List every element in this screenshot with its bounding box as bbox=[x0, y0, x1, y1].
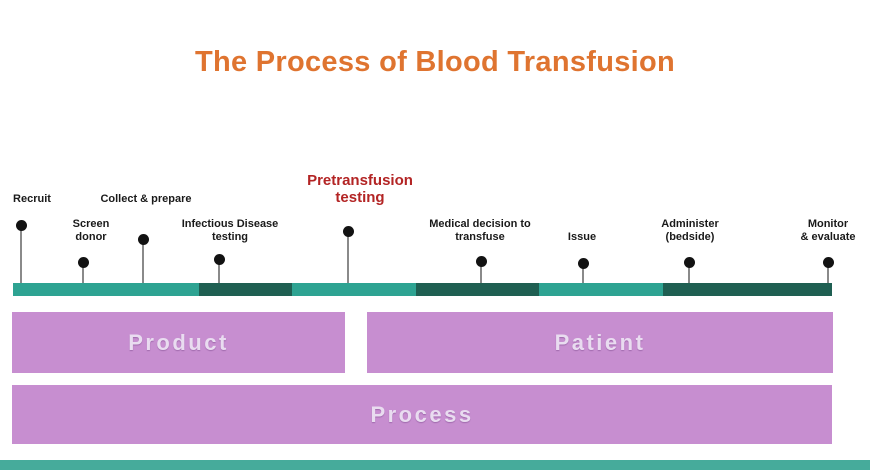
milestone-label-line: Screen bbox=[72, 218, 110, 230]
timeline-bar-segment-4 bbox=[416, 283, 539, 296]
milestone-label-line: testing bbox=[211, 231, 249, 243]
milestone-pin-head-icon bbox=[475, 255, 487, 267]
timeline-bar-segment-5 bbox=[539, 283, 663, 296]
band-product: Product bbox=[12, 312, 345, 373]
milestone-pin-stem bbox=[20, 225, 22, 283]
milestone-pin-head-icon bbox=[822, 256, 834, 268]
milestone-pin-head-icon bbox=[15, 219, 27, 231]
milestone-pin-head-icon bbox=[137, 233, 149, 245]
band-process: Process bbox=[12, 385, 832, 444]
milestone-label-line: Infectious Disease bbox=[181, 218, 279, 230]
milestone-label-line: (bedside) bbox=[665, 231, 715, 243]
band-patient: Patient bbox=[367, 312, 833, 373]
milestone-label-administer-bedside: Administer(bedside) bbox=[661, 212, 718, 244]
timeline-bar-segment-3 bbox=[292, 283, 416, 296]
milestone-label-line: donor bbox=[75, 231, 107, 243]
milestone-label-collect-prepare: Collect & prepare bbox=[100, 168, 191, 206]
milestone-label-recruit: Recruit bbox=[13, 168, 51, 206]
band-label-process: Process bbox=[370, 401, 474, 427]
milestone-label-line: Pretransfusion bbox=[307, 172, 413, 189]
milestone-pin-stem bbox=[142, 239, 144, 283]
milestone-pin-head-icon bbox=[77, 256, 89, 268]
milestone-pin-head-icon bbox=[683, 256, 695, 268]
milestone-label-line: & evaluate bbox=[800, 231, 856, 243]
milestone-label-line: Monitor bbox=[807, 218, 849, 230]
milestone-pin-stem bbox=[688, 262, 690, 283]
milestone-pin-stem bbox=[82, 262, 84, 283]
milestone-pin-head-icon bbox=[213, 253, 225, 265]
milestone-label-line: Collect & prepare bbox=[100, 193, 192, 205]
timeline-bar-segment-2 bbox=[199, 283, 292, 296]
band-label-product: Product bbox=[128, 329, 229, 355]
milestone-pin-stem bbox=[218, 259, 220, 283]
milestone-label-issue: Issue bbox=[568, 212, 596, 244]
milestone-label-line: Recruit bbox=[13, 193, 51, 205]
milestone-label-line: testing bbox=[335, 189, 385, 206]
milestone-label-line: Issue bbox=[567, 231, 597, 243]
milestone-pin-stem bbox=[827, 262, 829, 283]
milestone-pin-stem bbox=[480, 261, 482, 283]
timeline-bar-segment-6 bbox=[663, 283, 832, 296]
milestone-label-line: Administer bbox=[661, 218, 719, 230]
milestone-pin-stem bbox=[347, 231, 349, 283]
diagram-title: The Process of Blood Transfusion bbox=[194, 46, 676, 78]
band-label-patient: Patient bbox=[554, 329, 646, 355]
milestone-pin-stem bbox=[582, 263, 584, 283]
timeline-bar-segment-1 bbox=[13, 283, 199, 296]
milestone-pin-head-icon bbox=[342, 225, 354, 237]
milestone-label-monitor-evaluate: Monitor& evaluate bbox=[800, 212, 855, 244]
milestone-label-line: transfuse bbox=[455, 231, 505, 243]
footer-strip bbox=[0, 460, 870, 470]
milestone-label-line: Medical decision to bbox=[429, 218, 531, 230]
milestone-pin-head-icon bbox=[577, 257, 589, 269]
